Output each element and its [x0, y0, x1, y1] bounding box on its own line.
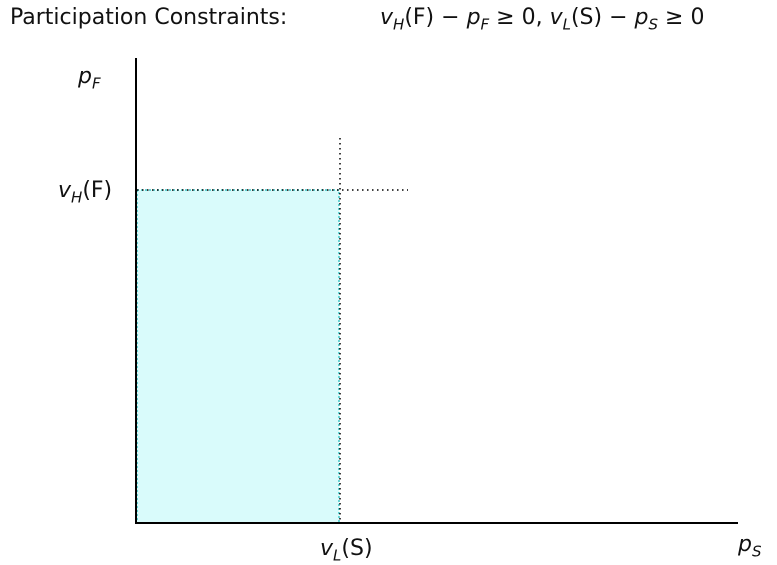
formula-vl: v [549, 5, 563, 30]
formula-ps-sub: S [648, 15, 659, 34]
formula-ps: p [634, 5, 649, 30]
formula-ge-2: ≥ 0 [658, 5, 705, 30]
formula-minus-1: − [434, 5, 467, 30]
x-axis-label-sub: S [751, 542, 762, 561]
formula-vh-sub: H [393, 15, 405, 34]
y-tick-label-arg: (F) [82, 178, 113, 203]
y-axis-label-sub: F [91, 74, 101, 93]
x-tick-label-sub: L [333, 546, 342, 565]
feasible-region [136, 189, 340, 524]
formula-pf-sub: F [480, 15, 490, 34]
x-tick-label-arg: (S) [341, 536, 373, 561]
formula-pf: p [466, 5, 481, 30]
y-tick-label-sub: H [71, 188, 83, 207]
diagram-title: Participation Constraints: [10, 5, 288, 30]
y-tick-label-base: v [58, 178, 72, 203]
y-axis-label-base: p [78, 64, 92, 89]
y-tick-label: vH(F) [58, 178, 112, 206]
x-tick-label-base: v [320, 536, 334, 561]
x-axis-label: pS [738, 532, 762, 560]
y-axis-label: pF [78, 64, 101, 92]
constraint-formula: vH(F) − pF ≥ 0, vL(S) − pS ≥ 0 [380, 5, 704, 33]
formula-vl-arg: (S) [570, 5, 603, 30]
x-axis-label-base: p [738, 532, 752, 557]
x-tick-label: vL(S) [320, 536, 373, 564]
formula-ge-1: ≥ 0, [489, 5, 550, 30]
formula-vl-sub: L [562, 15, 571, 34]
formula-minus-2: − [602, 5, 635, 30]
formula-vh-arg: (F) [404, 5, 435, 30]
formula-vh: v [380, 5, 394, 30]
